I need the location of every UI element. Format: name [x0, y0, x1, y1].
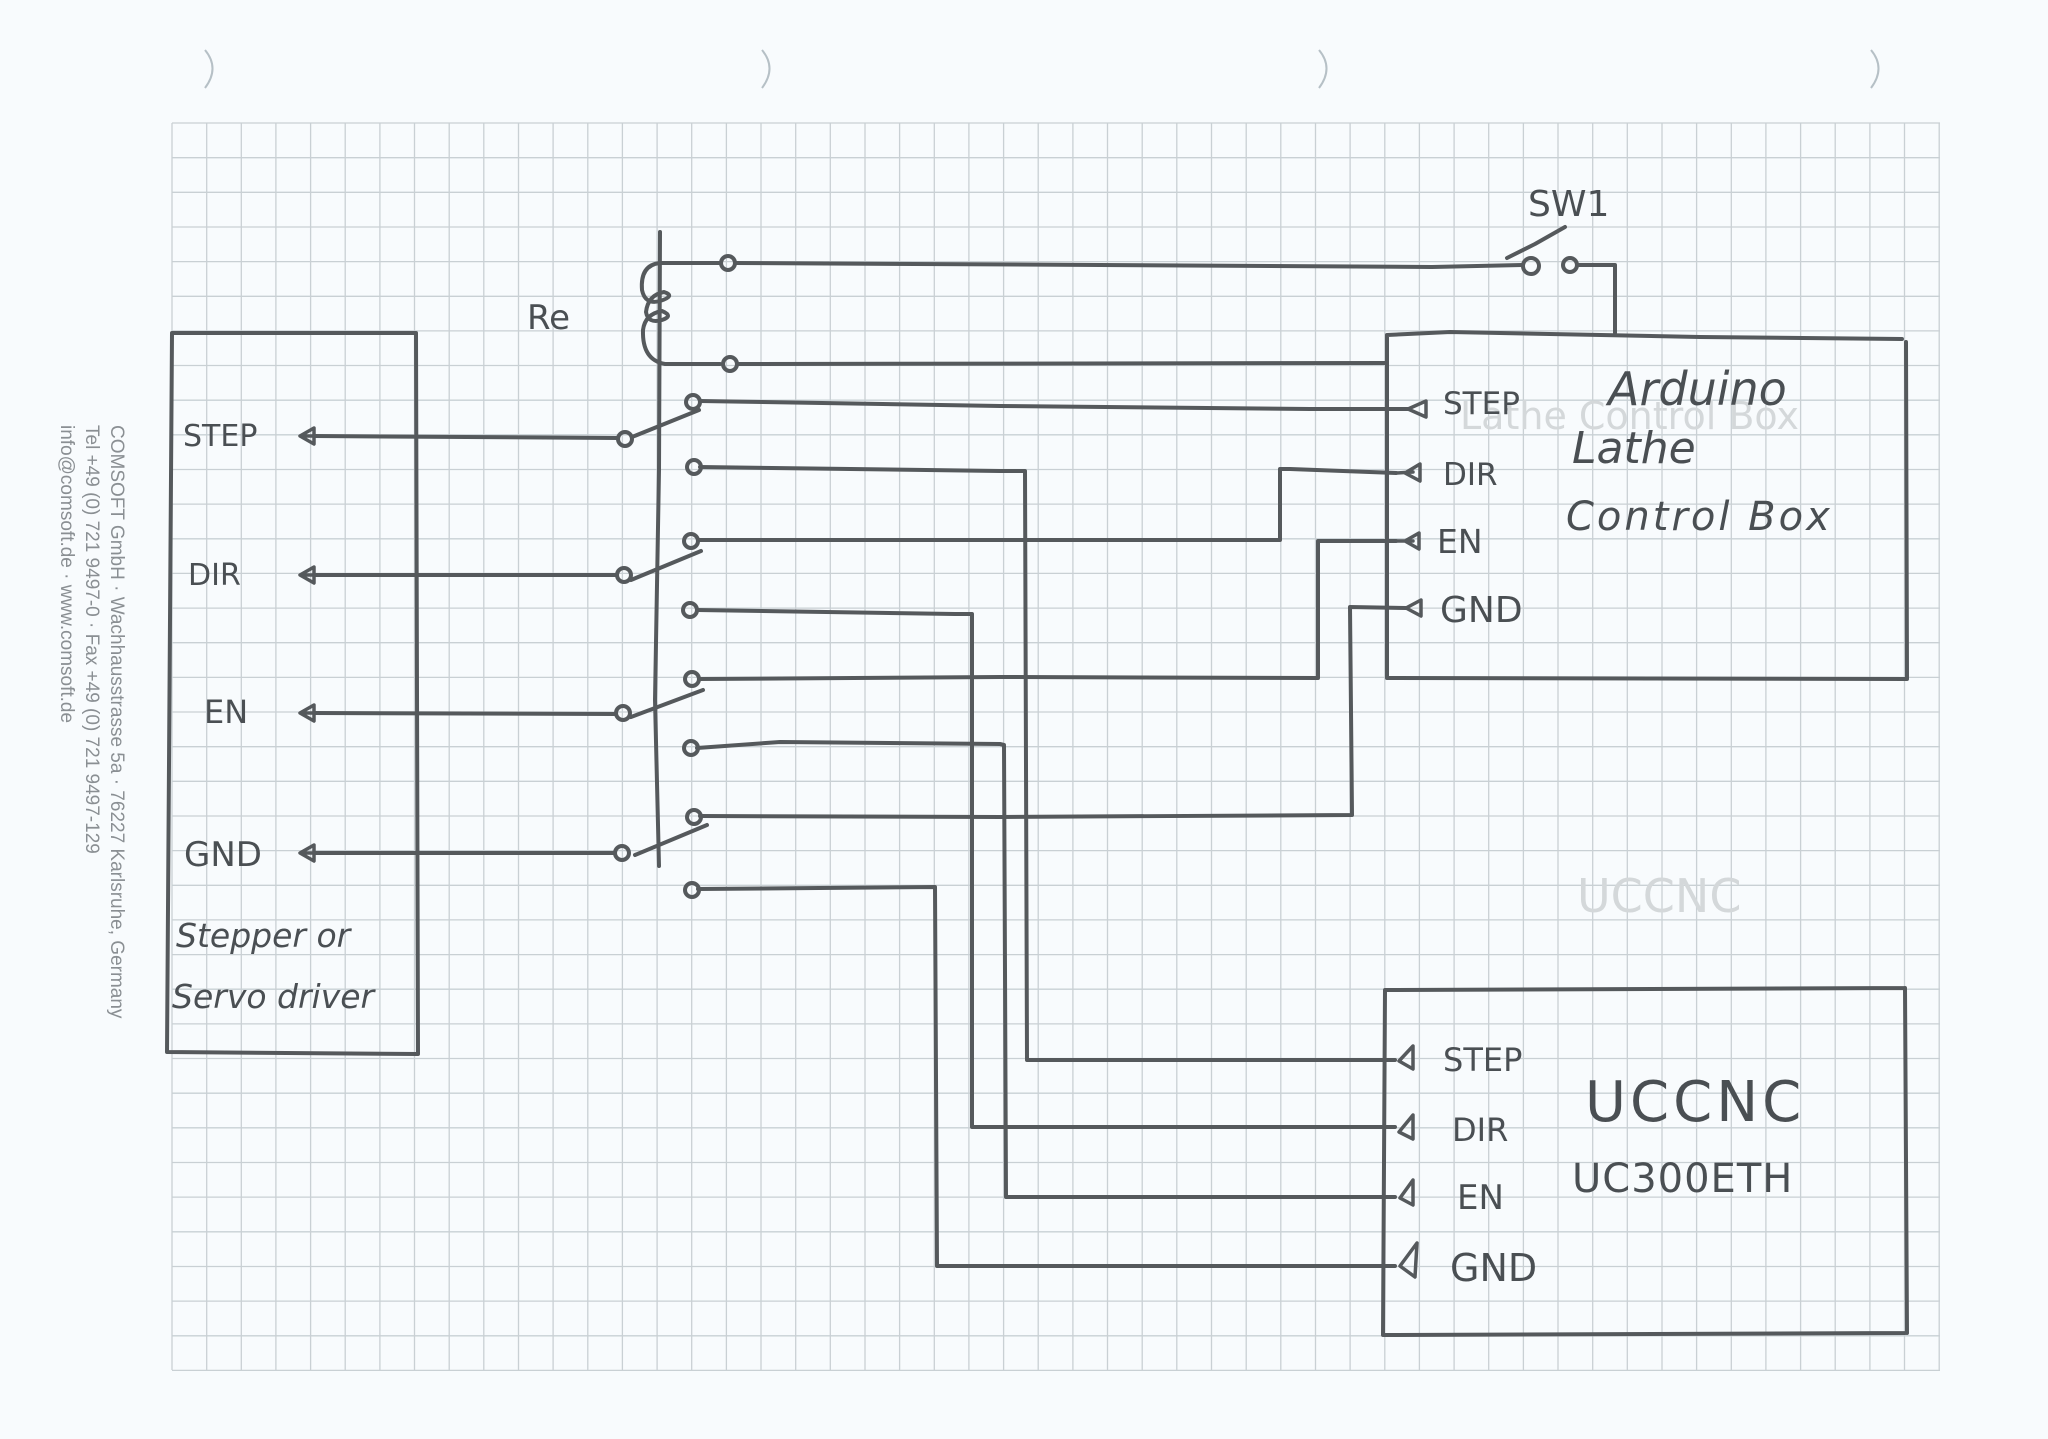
uccnc-title-line1: UCCNC [1585, 1070, 1805, 1135]
arduino-title-line2: Lathe [1572, 423, 1696, 474]
wire-nc-step-to-arduino-step [698, 399, 1410, 411]
driver-pin-step-label: STEP [183, 419, 257, 454]
arduino-pin-arrows [1394, 399, 1428, 618]
wire-no-step-to-uccnc-step [698, 465, 1397, 1062]
wire-no-gnd-to-uccnc-gnd [696, 885, 1397, 1268]
uccnc-title-line2: UC300ETH [1572, 1156, 1793, 1202]
arduino-dir-arrow-icon [1394, 462, 1422, 483]
uccnc-gnd-arrow-icon [1398, 1241, 1419, 1279]
letterhead-address: COMSOFT GmbH · Wachhausstrasse 5a · 7622… [106, 425, 127, 1019]
wire-nc-en-to-arduino-en [697, 539, 1398, 681]
binder-hole-4 [1870, 49, 1880, 89]
ghost-text-uccnc: UCCNC [1577, 869, 1741, 923]
relay-contact-gnd [613, 808, 709, 899]
switch-label: SW1 [1528, 184, 1609, 225]
uccnc-dir-arrow-icon [1397, 1113, 1415, 1141]
arduino-pin-dir-label: DIR [1443, 457, 1498, 493]
arduino-title-line3: Control Box [1566, 494, 1833, 540]
arduino-box-outline [1385, 330, 1909, 681]
binder-hole-1 [204, 49, 214, 89]
contact-blade [630, 408, 701, 439]
binder-holes [204, 49, 1880, 89]
wire-no-en-to-uccnc-en [695, 740, 1397, 1199]
wire-driver-step-to-relay [312, 434, 620, 440]
binder-hole-2 [761, 49, 771, 89]
com-terminal [614, 704, 632, 722]
letterhead-web-email: info@comsoft.de · www.comsoft.de [56, 425, 77, 724]
uccnc-en-arrow-icon [1398, 1178, 1415, 1207]
sw1-terminal-left [1521, 256, 1541, 276]
arduino-pin-step-label: STEP [1443, 386, 1520, 422]
schematic-ink [165, 225, 1909, 1337]
driver-box-outline [165, 331, 420, 1056]
arduino-pin-en-label: EN [1437, 522, 1483, 561]
wire-sw1-to-arduino [1575, 263, 1617, 335]
wire-no-dir-to-uccnc-dir [695, 608, 1397, 1129]
wire-nc-dir-to-arduino-dir [696, 467, 1398, 542]
com-terminal [616, 430, 634, 448]
relay-armature-bar [653, 230, 662, 868]
contact-blade [633, 823, 709, 857]
binder-hole-3 [1318, 49, 1328, 89]
driver-title-line2: Servo driver [172, 977, 377, 1016]
uccnc-pin-step-label: STEP [1443, 1041, 1522, 1079]
relay-contact-dir [615, 532, 703, 619]
uccnc-pin-en-label: EN [1457, 1178, 1504, 1218]
com-terminal [613, 844, 631, 862]
uccnc-box-outline [1381, 986, 1909, 1337]
com-terminal [615, 566, 633, 584]
letterhead: COMSOFT GmbH · Wachhausstrasse 5a · 7622… [54, 425, 129, 1018]
arduino-gnd-arrow-icon [1404, 598, 1423, 618]
uccnc-pin-dir-label: DIR [1452, 1111, 1508, 1149]
arduino-step-arrow-icon [1406, 399, 1428, 419]
arduino-pin-gnd-label: GND [1440, 590, 1523, 631]
uccnc-pin-gnd-label: GND [1450, 1246, 1537, 1290]
driver-pin-en-label: EN [204, 693, 248, 731]
driver-title-line1: Stepper or [176, 916, 353, 955]
ghost-text-arduino: Lathe Control Box [1460, 394, 1799, 438]
wire-nc-gnd-to-arduino-gnd [698, 605, 1408, 819]
sw1-lever-icon [1505, 225, 1567, 260]
arduino-en-arrow-icon [1394, 531, 1421, 551]
relay-coil-icon [639, 261, 722, 366]
arduino-title-line1: Arduino [1605, 362, 1787, 416]
contact-blade [629, 549, 703, 582]
wire-coil-bottom-to-arduino [735, 361, 1387, 366]
letterhead-phone-fax: Tel +49 (0) 721 9497-0 · Fax +49 (0) 721… [81, 425, 102, 854]
uccnc-pin-arrows [1397, 1044, 1419, 1279]
uccnc-step-arrow-icon [1397, 1044, 1415, 1071]
relay-label: Re [527, 298, 570, 338]
contact-blade [629, 688, 705, 719]
driver-pin-dir-label: DIR [188, 558, 241, 593]
driver-pin-gnd-label: GND [184, 835, 262, 875]
wire-driver-en-to-relay [312, 711, 618, 716]
wire-coil-top-to-sw1 [733, 261, 1524, 269]
